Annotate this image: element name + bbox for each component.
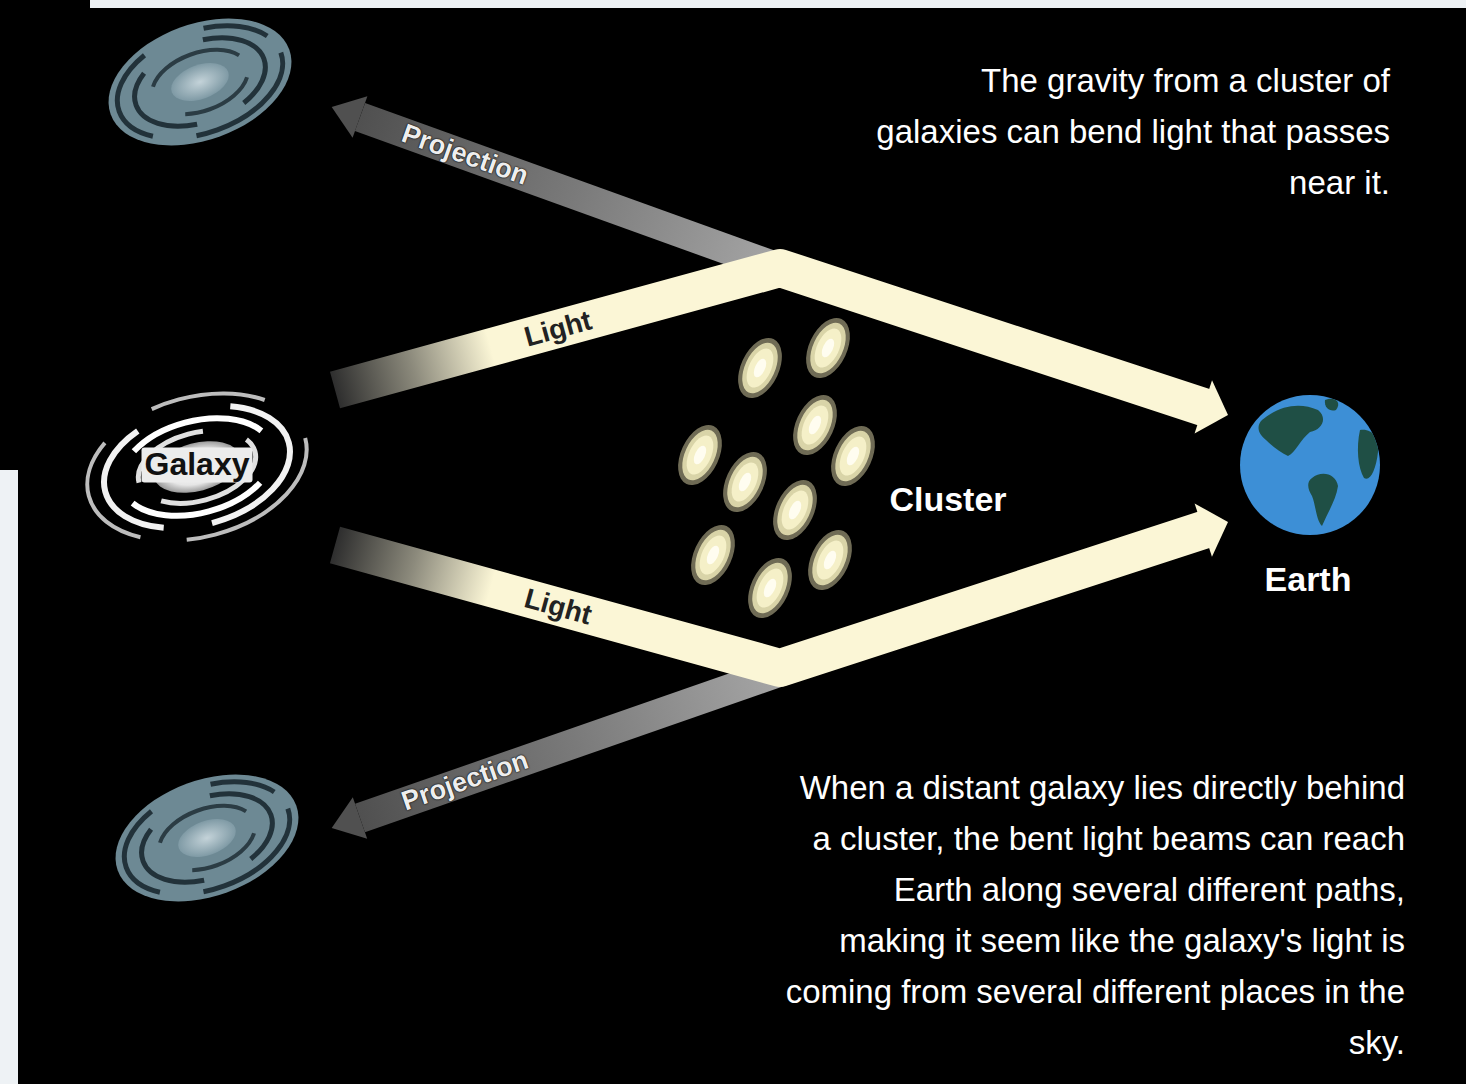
projection-beam <box>332 668 790 839</box>
source-galaxy <box>71 370 324 563</box>
page-strip <box>90 0 1466 8</box>
node-label: Earth <box>1262 561 1355 598</box>
beam-label: Light <box>516 304 600 354</box>
beam-path <box>335 268 1205 408</box>
explanatory-note: When a distant galaxy lies directly behi… <box>785 762 1405 1068</box>
beam-label: Light <box>516 582 600 632</box>
explanatory-note: The gravity from a cluster of galaxies c… <box>870 55 1390 208</box>
light-beam <box>335 268 1228 434</box>
beam-path <box>335 529 1205 668</box>
node-label: Galaxy <box>142 447 253 482</box>
earth-node: Earth <box>1235 390 1385 610</box>
light-beam <box>335 503 1228 668</box>
arrow-head <box>1195 380 1228 433</box>
projection-label: Projection <box>398 747 532 816</box>
galaxy-cluster <box>669 311 883 625</box>
projection-beam <box>332 96 790 272</box>
projection-label: Projection <box>398 120 531 190</box>
earth-globe <box>1240 395 1380 535</box>
cluster-node: Cluster <box>670 310 1030 625</box>
page-strip <box>0 470 18 1084</box>
arrow-head <box>1195 503 1228 556</box>
projected-galaxy <box>91 0 309 169</box>
galaxy-node: Galaxy <box>85 385 315 550</box>
node-label: Cluster <box>886 481 1009 518</box>
projected-galaxy <box>98 751 316 925</box>
